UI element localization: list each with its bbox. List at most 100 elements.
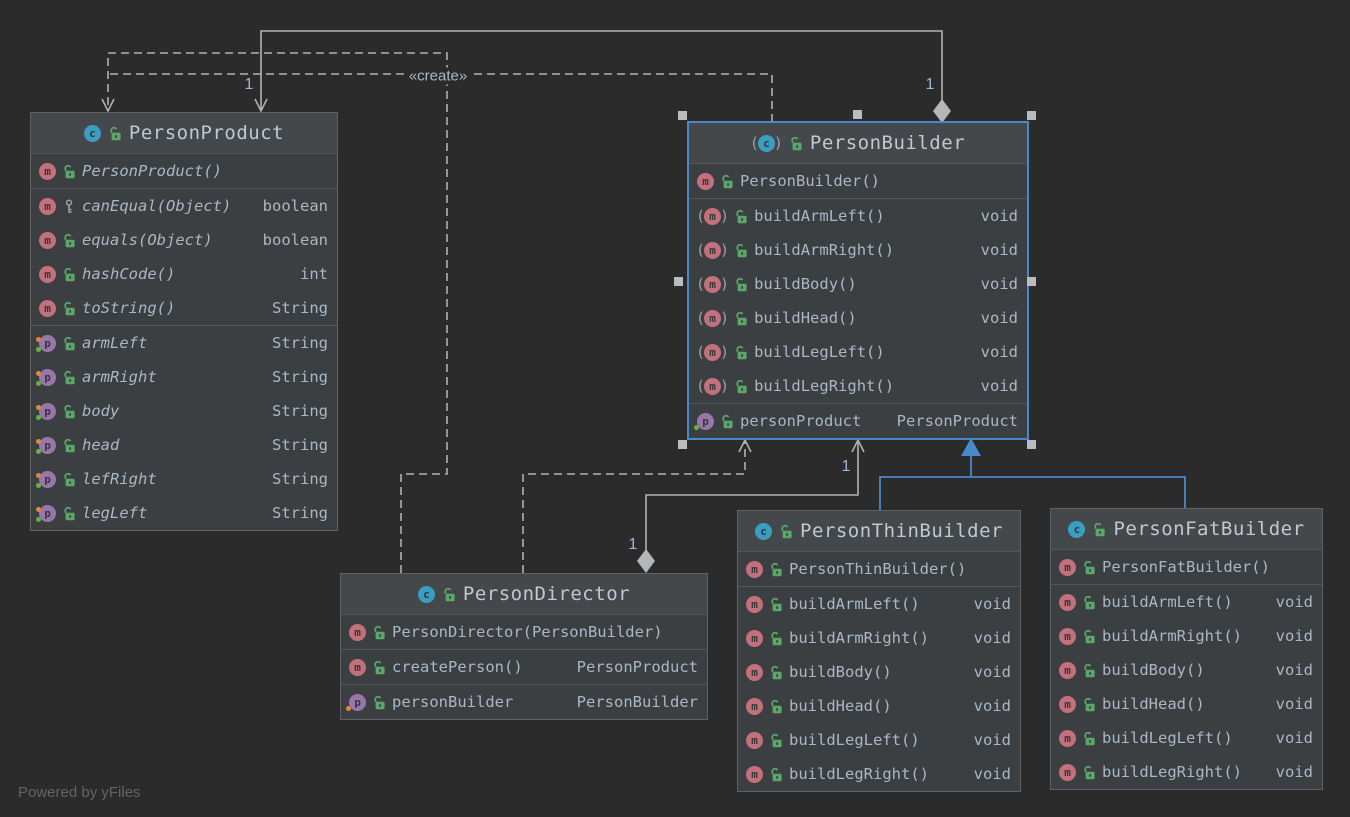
- green-dot: [36, 414, 41, 420]
- member-type: void: [1275, 661, 1313, 679]
- unlocked-icon: [1082, 765, 1096, 780]
- member-row[interactable]: (m)buildLegLeft()void: [689, 335, 1027, 369]
- selection-handle[interactable]: [678, 111, 687, 120]
- unlocked-icon: [734, 243, 748, 258]
- member-type: void: [973, 595, 1011, 613]
- unlocked-icon: [769, 699, 783, 714]
- unlocked-icon: [1082, 663, 1096, 678]
- class-title: PersonBuilder: [809, 132, 966, 154]
- unlocked-icon: [108, 126, 122, 141]
- unlocked-icon: [720, 414, 734, 429]
- class-header[interactable]: (c)PersonBuilder: [689, 123, 1027, 164]
- member-row[interactable]: (m)buildArmRight()void: [689, 233, 1027, 267]
- unlocked-icon: [769, 767, 783, 782]
- unlocked-icon: [734, 345, 748, 360]
- selection-handle[interactable]: [1027, 111, 1036, 120]
- yfiles-watermark: Powered by yFiles: [18, 784, 141, 801]
- member-name: equals(Object): [82, 231, 213, 249]
- green-dot: [36, 482, 41, 488]
- class-icon: c: [417, 585, 435, 603]
- unlocked-icon: [62, 404, 76, 419]
- member-row[interactable]: (m)buildBody()void: [689, 267, 1027, 301]
- selection-handle[interactable]: [674, 277, 683, 286]
- selection-handle[interactable]: [1027, 277, 1036, 286]
- protected-key-icon: [62, 198, 76, 214]
- method-icon: m: [39, 231, 56, 249]
- edge-director-to-product-dependency[interactable]: [101, 52, 448, 573]
- unlocked-icon: [1082, 560, 1096, 575]
- edge-director-to-builder-dependency[interactable]: [522, 438, 752, 573]
- member-type: String: [272, 504, 328, 522]
- unlocked-icon: [734, 379, 748, 394]
- member-name: body: [82, 402, 120, 420]
- edge-director-to-builder-aggregation[interactable]: [637, 438, 865, 573]
- member-type: void: [980, 343, 1018, 361]
- unlocked-icon: [62, 164, 76, 179]
- member-row[interactable]: (m)buildLegRight()void: [689, 369, 1027, 403]
- edge-builder-to-product-aggregation[interactable]: [254, 30, 951, 123]
- orange-dot: [346, 705, 351, 711]
- green-dot: [36, 516, 41, 522]
- member-name: PersonThinBuilder(): [789, 560, 967, 578]
- member-row[interactable]: (m)buildArmLeft()void: [689, 199, 1027, 233]
- unlocked-icon: [62, 370, 76, 385]
- member-name: toString(): [82, 299, 176, 317]
- selection-handle[interactable]: [678, 440, 687, 449]
- member-name: buildHead(): [754, 309, 857, 327]
- member-name: head: [82, 436, 120, 454]
- edge-subclasses-to-builder-inheritance[interactable]: [879, 438, 1186, 510]
- member-name: buildLegRight(): [1102, 763, 1242, 781]
- method-icon: m: [39, 299, 56, 317]
- unlocked-icon: [769, 631, 783, 646]
- member-row[interactable]: (m)buildHead()void: [689, 301, 1027, 335]
- selection-handle[interactable]: [853, 110, 862, 119]
- edge-builder-to-product-create-dependency[interactable]: [108, 73, 773, 122]
- property-icon: p: [36, 402, 56, 420]
- member-name: hashCode(): [82, 265, 176, 283]
- selection-handle[interactable]: [1027, 440, 1036, 449]
